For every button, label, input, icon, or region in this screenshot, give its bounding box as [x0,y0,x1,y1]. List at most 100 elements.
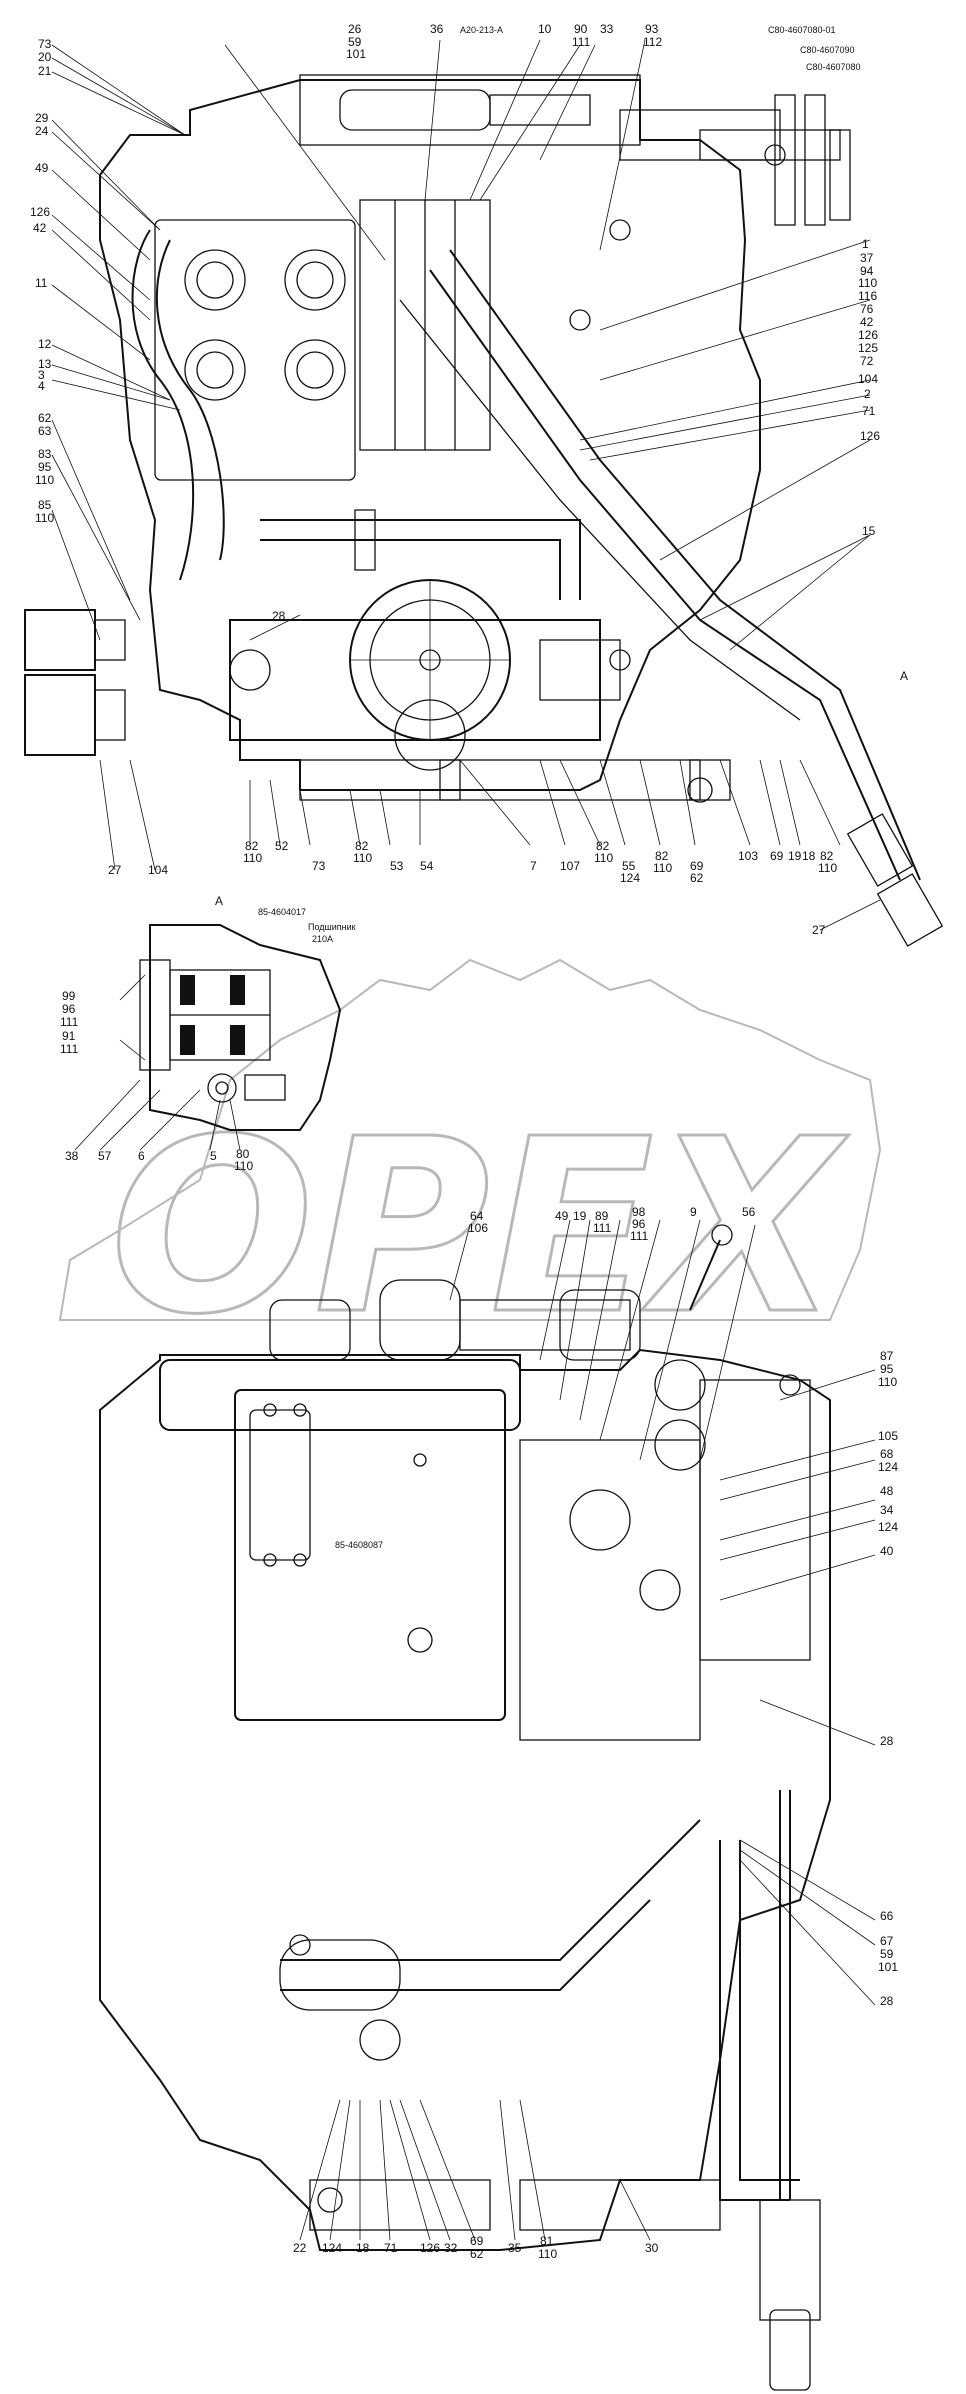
callouts-view-a: 85-4604017 Подшипник 210А 99 96 111 91 1… [60,907,356,1173]
pump-housing [229,619,601,741]
callout-27b: 27 [812,923,826,937]
right-pivot [764,144,786,166]
bottom-top-cylinder [159,1359,521,1431]
valve-block [154,219,356,481]
view-a-housing [149,924,342,1131]
callout-112: 112 [643,35,662,49]
callout-53: 53 [390,859,404,873]
callout-62: 62 [38,411,52,425]
callout-27a: 27 [108,863,122,877]
left-connector-upper [24,609,96,671]
bottom-hose-end [759,2199,821,2321]
bolt-1 [569,309,591,331]
callout-2: 2 [864,387,871,401]
code-c80-3: С80-4607080 [806,62,861,72]
callout-b-95: 95 [880,1362,894,1376]
callout-a-110: 110 [234,1159,253,1173]
callout-37: 37 [860,251,874,265]
bottom-hose-1 [280,1819,701,1961]
code-c80-2: С80-4607090 [800,45,855,55]
callout-20: 20 [38,50,52,64]
callout-b-62: 62 [470,2247,484,2261]
top-view [24,74,944,947]
callout-b-111b: 111 [630,1229,649,1243]
callout-a-111: 111 [60,1015,79,1029]
pump-port-left [229,649,271,691]
callout-b-68: 68 [880,1447,894,1461]
callout-b-30: 30 [645,2241,659,2255]
left-connector-lower [24,674,96,756]
hose-center-2 [260,539,561,600]
callout-110h: 110 [818,861,837,875]
callout-29: 29 [35,111,49,125]
callout-82e: 82 [820,849,834,863]
callout-4: 4 [38,379,45,393]
leader-lines [51,39,881,2241]
bottom-plate [234,1389,506,1721]
callout-28: 28 [272,609,286,623]
callout-110b: 110 [35,511,54,525]
watermark-gear [58,958,882,1321]
callout-b-22: 22 [293,2241,307,2255]
callout-63: 63 [38,424,52,438]
callout-19a: 19 [788,849,802,863]
callout-110f: 110 [594,851,613,865]
callout-110d: 110 [243,851,262,865]
bottom-hose-2 [280,1899,651,1991]
hose-fitting [354,509,376,571]
callouts-top: 73 20 21 29 24 49 126 42 11 12 13 3 4 62… [30,22,880,937]
right-bracket-1 [774,94,796,226]
callout-a-38: 38 [65,1149,79,1163]
callout-b-56: 56 [742,1205,756,1219]
callout-b-9: 9 [690,1205,697,1219]
callout-55: 55 [622,859,636,873]
hose-center [260,519,581,600]
hose-diagonal-2 [449,249,921,881]
callout-b-89: 89 [595,1209,609,1223]
view-a-bearing-code: 210А [312,934,333,944]
callout-116: 116 [858,289,877,303]
callout-b-71: 71 [384,2241,398,2255]
callout-b-66: 66 [880,1909,894,1923]
callout-110a: 110 [35,473,54,487]
callout-b-67: 67 [880,1934,894,1948]
valve-port-4 [284,339,346,401]
callout-36: 36 [430,22,444,36]
callout-10: 10 [538,22,552,36]
callout-b-59: 59 [880,1947,894,1961]
mount-flange [299,759,701,801]
callout-82d: 82 [655,849,669,863]
callout-71: 71 [862,404,876,418]
hose-diagonal-3 [399,299,801,721]
view-a-bearing-label: Подшипник [308,922,356,932]
valve-port-2 [284,249,346,311]
callout-95: 95 [38,460,52,474]
callout-82a: 82 [245,839,259,853]
top-rod [489,94,591,126]
callout-b-32: 32 [444,2241,458,2255]
hose-diagonal-1 [429,269,901,881]
callout-110e: 110 [353,851,372,865]
code-a20: А20-213-А [460,25,503,35]
plate-window [249,1409,311,1561]
callout-103: 103 [738,849,758,863]
callout-110c: 110 [858,276,877,290]
callout-101: 101 [346,47,366,61]
bottom-top-rod [459,1299,631,1351]
callout-b-124c: 124 [322,2241,342,2255]
callout-b-110a: 110 [878,1375,897,1389]
watermark: OPEX [58,958,882,1369]
callout-a-96: 96 [62,1002,76,1016]
callout-90: 90 [574,22,588,36]
callout-73b: 73 [312,859,326,873]
callout-b-40: 40 [880,1544,894,1558]
callout-104a: 104 [858,372,878,386]
control-lever [689,1239,721,1311]
callout-82c: 82 [596,839,610,853]
callout-42b: 42 [860,315,874,329]
section-label-a: A [900,669,908,683]
callout-125: 125 [858,341,878,355]
callout-b-111a: 111 [593,1221,612,1235]
callout-a-80: 80 [236,1147,250,1161]
callout-107: 107 [560,859,580,873]
